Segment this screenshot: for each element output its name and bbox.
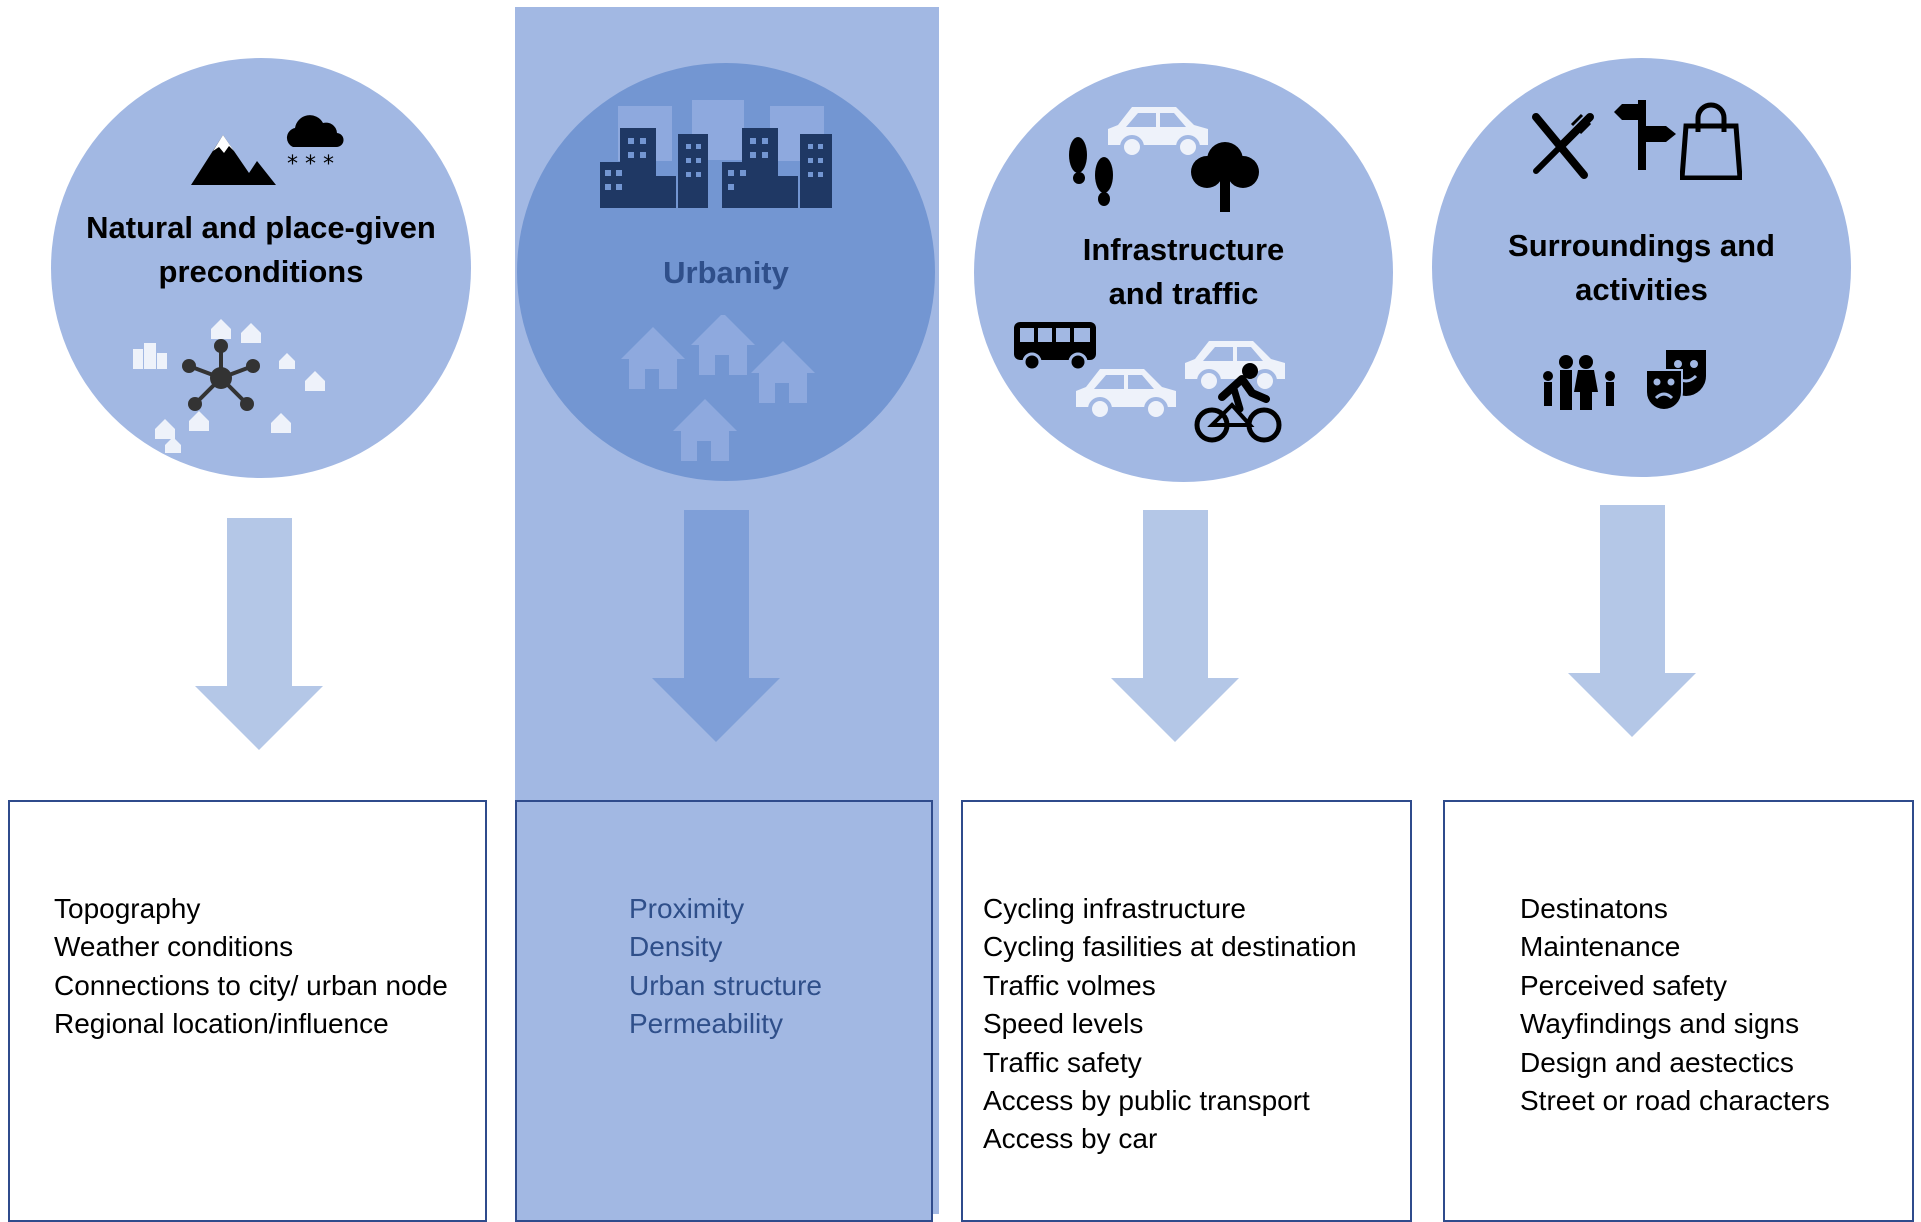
surroundings-list: Destinatons Maintenance Perceived safety…: [1520, 890, 1830, 1120]
mountain-icon: [191, 135, 276, 185]
natural-preconditions-list: Topography Weather conditions Connection…: [54, 890, 448, 1044]
list-item: Traffic safety: [983, 1046, 1142, 1078]
cyclist-icon: [1194, 363, 1282, 443]
list-item: Perceived safety: [1520, 969, 1727, 1001]
car-icon: [1185, 341, 1285, 391]
list-item: Speed levels: [983, 1008, 1144, 1040]
list-item: Weather conditions: [54, 931, 294, 963]
houses-icon: [621, 315, 815, 461]
surroundings-circle: Surroundings and activities: [1432, 58, 1851, 477]
list-item: Cycling infrastructure: [983, 893, 1246, 924]
network-hub-icon: [182, 339, 260, 411]
small-houses-icon: [133, 319, 325, 453]
list-item: Cycling fasilities at destination: [983, 931, 1357, 963]
city-buildings-icon: [600, 100, 832, 208]
infrastructure-box: Cycling infrastructure Cycling fasilitie…: [961, 800, 1412, 1222]
list-item: Access by public transport: [983, 1085, 1310, 1117]
family-icon: [1543, 355, 1615, 410]
arrow-down-3: [1111, 510, 1239, 742]
infrastructure-list: Cycling infrastructure Cycling fasilitie…: [983, 890, 1357, 1159]
list-item: Urban structure: [629, 969, 822, 1001]
tree-icon: [1191, 142, 1259, 212]
list-item: Maintenance: [1520, 931, 1681, 963]
urbanity-title: Urbanity: [663, 255, 789, 290]
footprints-icon: [1069, 137, 1113, 206]
natural-preconditions-box: Topography Weather conditions Connection…: [8, 800, 487, 1222]
surroundings-box: Destinatons Maintenance Perceived safety…: [1443, 800, 1914, 1222]
list-item: Access by car: [983, 1123, 1158, 1155]
list-item: Street or road characters: [1520, 1085, 1830, 1117]
list-item: Permeability: [629, 1008, 784, 1040]
list-item: Wayfindings and signs: [1520, 1008, 1800, 1040]
arrow-down-2: [652, 510, 780, 742]
list-item: Connections to city/ urban node: [54, 969, 448, 1001]
car-icon: [1076, 369, 1176, 419]
natural-preconditions-circle: Natural and place-given preconditions * …: [51, 58, 471, 478]
list-item: Proximity: [629, 893, 745, 924]
car-icon: [1108, 107, 1208, 157]
natural-preconditions-title: Natural and place-given preconditions: [86, 210, 436, 289]
bus-icon: [1014, 322, 1096, 372]
infrastructure-circle: Infrastructure and traffic: [974, 63, 1393, 482]
list-item: Traffic volmes: [983, 969, 1156, 1001]
urbanity-box: Proximity Density Urban structure Permea…: [515, 800, 933, 1222]
list-item: Design and aestectics: [1520, 1046, 1794, 1078]
signpost-icon: [1614, 100, 1676, 170]
arrow-down-1: [195, 518, 323, 750]
surroundings-title: Surroundings and activities: [1508, 228, 1775, 307]
infrastructure-title: Infrastructure and traffic: [1082, 232, 1285, 311]
arrow-down-4: [1568, 505, 1696, 737]
snow-cloud-icon: * * *: [286, 115, 344, 173]
theatre-masks-icon: [1645, 350, 1706, 410]
list-item: Regional location/influence: [54, 1008, 389, 1040]
shopping-bag-icon: [1680, 102, 1742, 180]
list-item: Destinatons: [1520, 893, 1668, 924]
urbanity-list: Proximity Density Urban structure Permea…: [629, 890, 822, 1044]
list-item: Topography: [54, 893, 201, 924]
cutlery-icon: [1532, 113, 1594, 179]
list-item: Density: [629, 931, 723, 963]
svg-text:* * *: * * *: [287, 152, 334, 173]
urbanity-circle: Urbanity: [517, 63, 935, 481]
